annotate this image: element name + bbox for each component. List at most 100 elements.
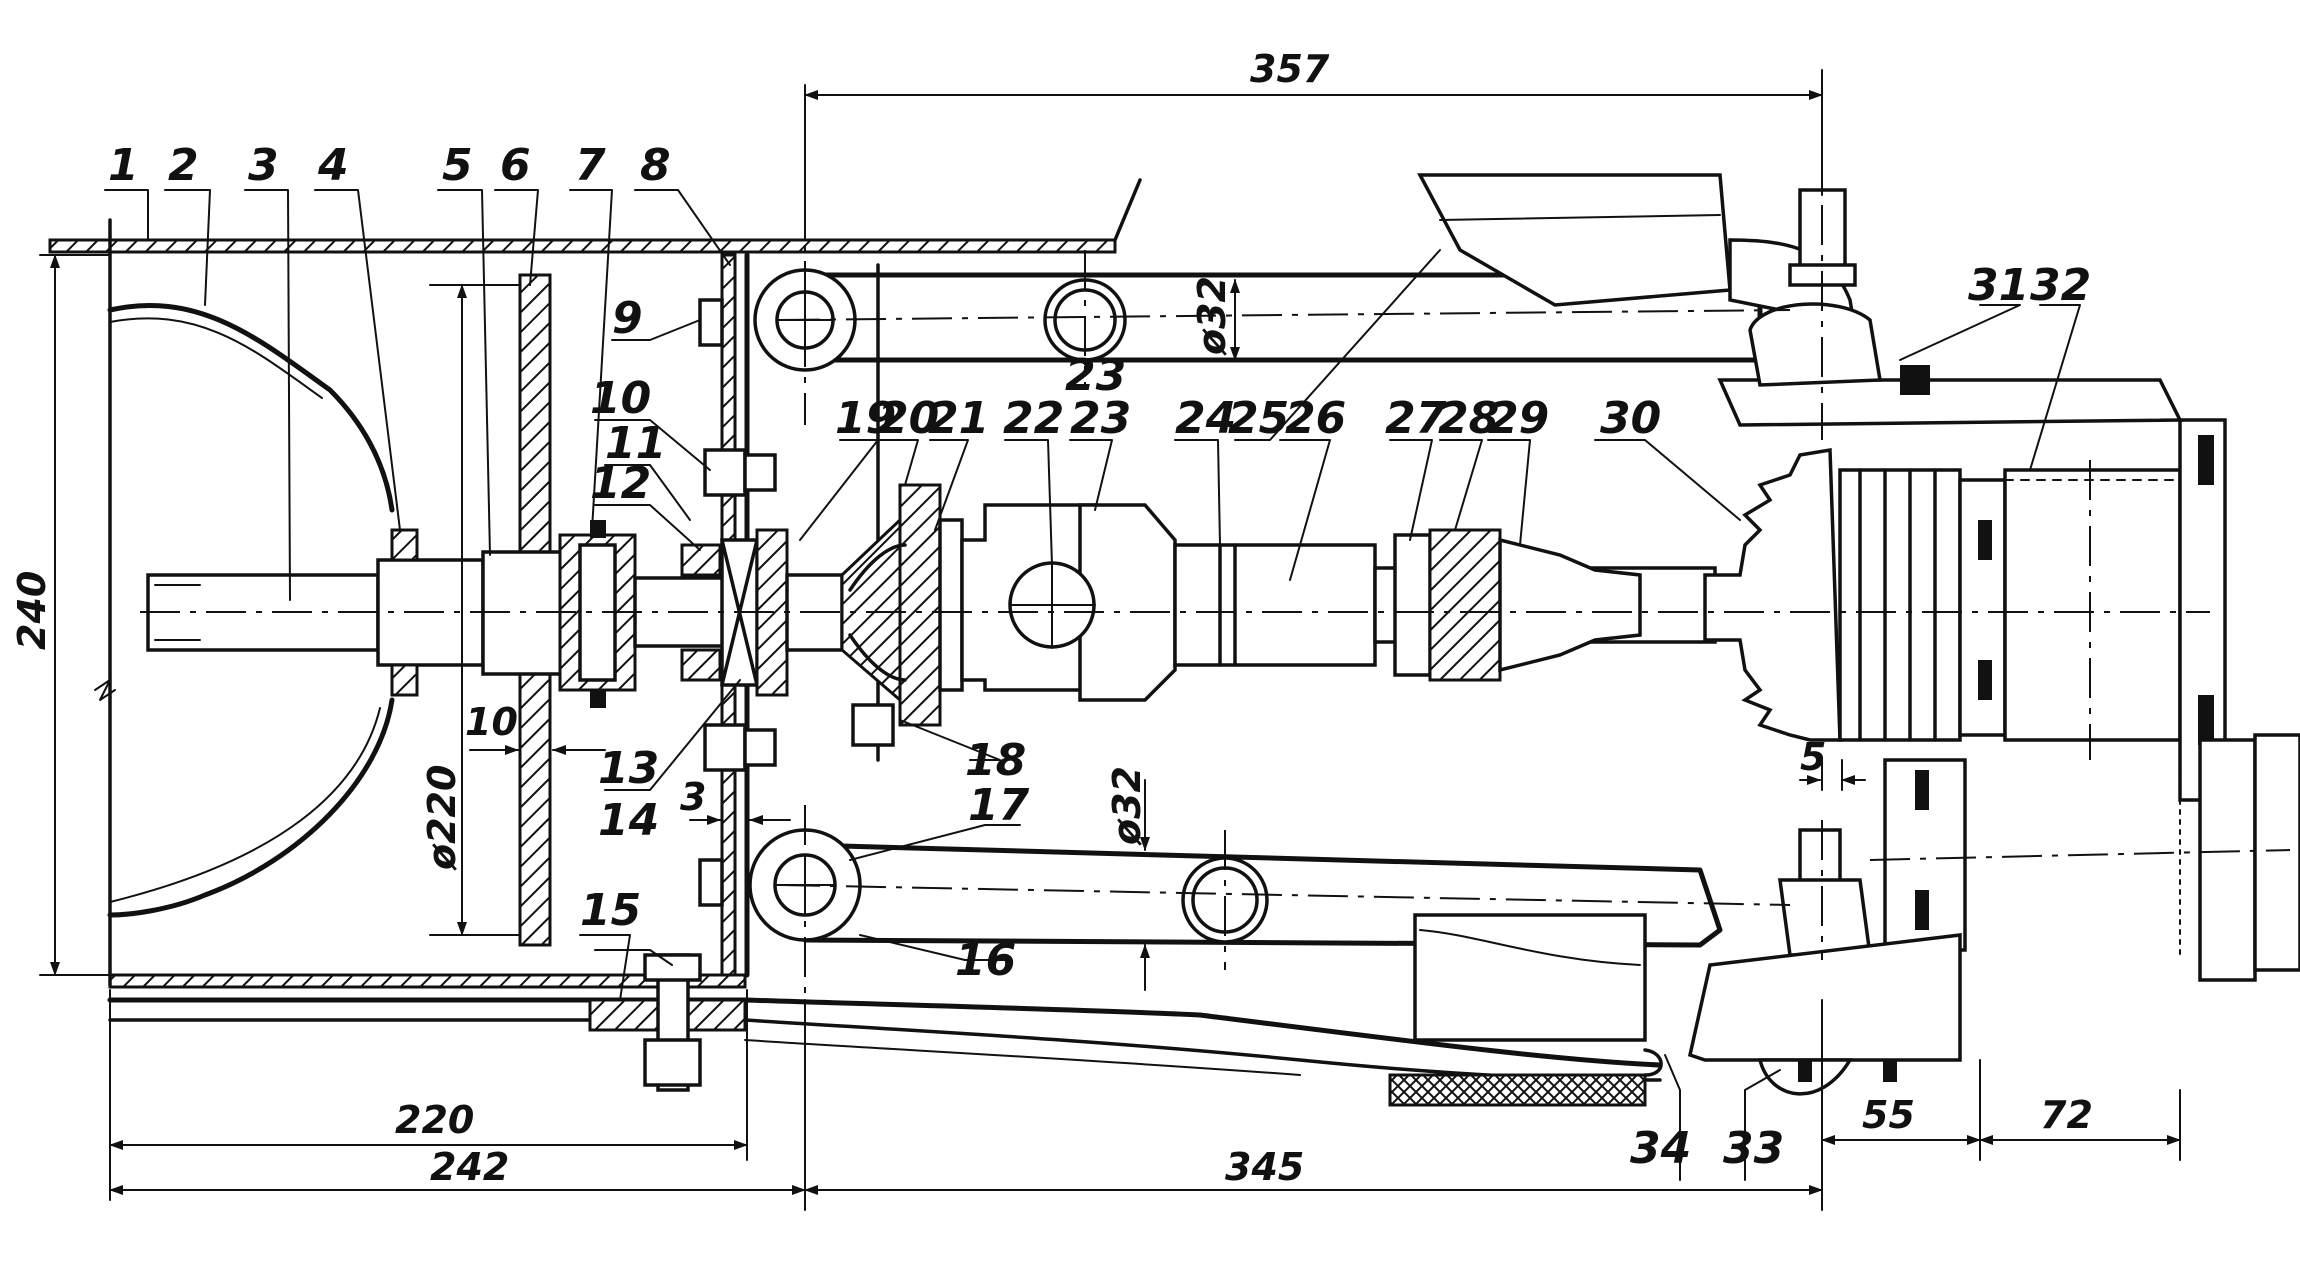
nut-28 [1428,528,1502,682]
dim-357: 357 [1250,47,1330,91]
label-part-7: 7 [575,140,606,191]
label-part-15: 15 [580,885,641,936]
brake-disc [2198,738,2257,982]
dim-5: 5 [1800,735,1826,779]
label-part-31: 31 [1968,260,2029,311]
wheel-stub [2253,733,2300,972]
boot-29 [1498,537,1642,673]
bolt-7b [590,690,606,708]
joint-flange-group [840,483,964,727]
label-part-21: 21 [928,393,989,444]
flange-20-face [938,518,964,692]
label-part-32: 32 [2030,260,2091,311]
part-labels: 1 2 3 4 5 6 7 8 9 10 11 12 13 14 15 16 1… [108,140,2091,1174]
lower-plate-33 [1687,933,1962,1062]
boot-30 [1703,447,1842,742]
bearing-12a [680,543,722,577]
dim-220: 220 [395,1098,474,1142]
spring-group [107,953,1663,1107]
upper-arm-tip [1717,378,2183,427]
label-part-4: 4 [317,140,349,191]
bolt-17a [698,858,724,907]
label-part-26: 26 [1285,393,1346,444]
label-part-10: 10 [590,373,651,424]
bearing-12b [680,648,722,682]
label-part-13: 13 [598,743,659,794]
bolt-10 [703,448,747,497]
dimension-labels: 357 240 ø220 10 3 ø32 ø32 5 220 242 345 … [10,47,2093,1189]
dim-32-dia-bottom: ø32 [1105,766,1149,846]
nut-14a [643,953,702,982]
lower-arm-group [748,828,1962,1096]
dim-242: 242 [430,1145,509,1189]
label-part-19: 19 [835,393,896,444]
label-part-30: 30 [1600,393,1661,444]
yoke-right [1078,503,1177,702]
label-part-18: 18 [965,735,1026,786]
leaf-spring-15 [107,997,1663,1068]
drive-shaft-group [1173,528,1717,682]
nut-14b [643,1038,702,1087]
mount-bolts-group [698,298,895,907]
dim-220-dia: ø220 [420,765,464,871]
dim-3: 3 [680,775,706,819]
leader-lines [104,189,2081,1181]
spring-plate [1413,913,1647,1042]
input-shaft-group [146,520,844,708]
label-part-3: 3 [248,140,279,191]
label-part-33: 33 [1723,1123,1784,1174]
top-sheet-bend [1113,178,1142,242]
label-part-8: 8 [640,140,671,191]
ball-joint-31 [1748,302,1883,387]
label-part-34: 34 [1630,1123,1691,1174]
boot-30-group [1703,447,2007,742]
cv-housing-lower-inner [109,707,381,903]
seal-4a [390,528,419,562]
bolt-7a [590,520,606,538]
flange-20 [898,483,942,727]
label-part-29: 29 [1488,393,1549,444]
upper-arm-group [753,173,1930,395]
label-part-12: 12 [590,458,651,509]
cv-joint-outer [1838,468,1962,742]
label-part-16: 16 [955,935,1016,986]
label-part-9: 9 [612,293,643,344]
dim-10: 10 [465,700,518,744]
knuckle-32 [2003,468,2182,742]
dimension-lines [39,69,2181,1211]
nut-27 [1393,533,1432,677]
cv-housing-group [94,218,395,987]
lower-ball-joint [1778,878,1872,957]
label-part-2: 2 [168,140,199,191]
pad-34 [1388,1073,1647,1107]
label-part-17: 17 [968,780,1030,831]
label-part-24: 24 [1175,393,1236,444]
label-part-20: 20 [878,393,939,444]
bolt-9 [698,298,724,347]
label-part-6: 6 [500,140,531,191]
label-part-23-top: 23 [1065,350,1126,401]
label-part-11: 11 [605,418,666,469]
dim-72: 72 [2040,1093,2093,1137]
break-mark [94,679,116,701]
dim-345: 345 [1225,1145,1304,1189]
label-part-25: 25 [1228,393,1289,444]
top-sheet [48,238,1117,254]
bolt-18 [851,703,895,747]
bolt-lower [703,723,747,772]
bolt-10-nut [743,453,777,492]
bracket-25 [1417,173,1732,307]
label-part-27: 27 [1385,393,1447,444]
dim-240: 240 [10,571,54,650]
label-part-5: 5 [442,140,473,191]
bell-inner [848,543,907,682]
cv-housing [107,303,395,513]
seal-4b [390,663,419,697]
cv-housing-inner [109,317,323,399]
dim-55: 55 [1862,1093,1915,1137]
label-part-23: 23 [1070,393,1131,444]
label-part-28: 28 [1438,393,1499,444]
label-part-14: 14 [598,795,659,846]
shaft-26-tube [1173,543,1377,667]
